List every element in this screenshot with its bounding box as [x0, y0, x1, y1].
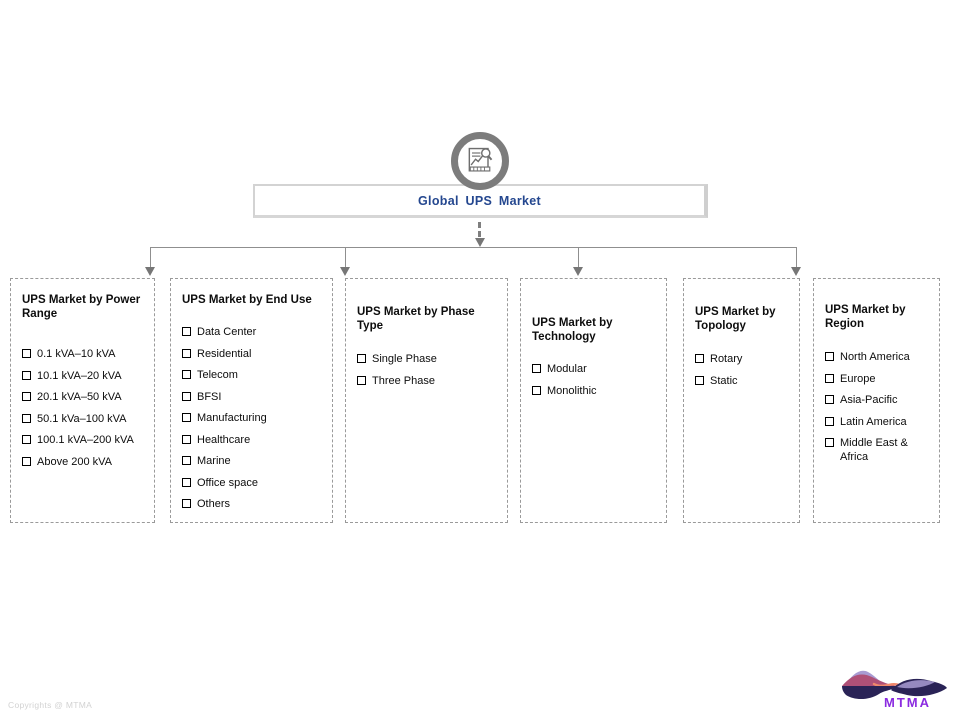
list-item: BFSI	[182, 390, 324, 404]
report-icon	[451, 132, 509, 190]
segment-box-topology: UPS Market by Topology Rotary Static	[683, 278, 800, 523]
connector-arrowhead-center	[475, 238, 485, 247]
list-item: Telecom	[182, 368, 324, 382]
list-item: Rotary	[695, 352, 791, 366]
list-item: Asia-Pacific	[825, 393, 931, 407]
list-item: Office space	[182, 476, 324, 490]
segment-box-power-range: UPS Market by Power Range 0.1 kVA–10 kVA…	[10, 278, 155, 523]
connector-drop-line	[150, 247, 151, 267]
checkbox-icon	[22, 349, 31, 358]
checkbox-icon	[182, 413, 191, 422]
checkbox-icon	[357, 354, 366, 363]
list-item: 20.1 kVA–50 kVA	[22, 390, 146, 404]
checkbox-icon	[825, 395, 834, 404]
checkbox-icon	[695, 354, 704, 363]
checkbox-icon	[22, 435, 31, 444]
connector-arrowhead	[791, 267, 801, 276]
connector-drop-line	[578, 247, 579, 267]
checkbox-icon	[22, 370, 31, 380]
checkbox-icon	[825, 352, 834, 361]
checkbox-icon	[182, 477, 191, 487]
list-item: Residential	[182, 347, 324, 361]
segment-title: UPS Market by Region	[825, 304, 906, 330]
connector-dashed-line	[478, 222, 481, 237]
list-item: Latin America	[825, 415, 931, 429]
connector-arrowhead	[340, 267, 350, 276]
checkbox-icon	[825, 416, 834, 426]
list-item: Modular	[532, 362, 658, 376]
list-item: Marine	[182, 454, 324, 468]
copyright-text: Copyrights @ MTMA	[8, 700, 93, 710]
segment-title: UPS Market by Topology	[695, 306, 776, 332]
segment-box-technology: UPS Market by Technology Modular Monolit…	[520, 278, 667, 523]
checkbox-icon	[182, 391, 191, 401]
list-item: Three Phase	[357, 374, 499, 388]
checkbox-icon	[22, 392, 31, 401]
checkbox-icon	[182, 327, 191, 336]
list-item: Single Phase	[357, 352, 499, 366]
checkbox-icon	[825, 438, 834, 447]
list-item: 0.1 kVA–10 kVA	[22, 347, 146, 361]
checkbox-icon	[182, 434, 191, 444]
segment-box-phase-type: UPS Market by Phase Type Single Phase Th…	[345, 278, 508, 523]
list-item: Others	[182, 497, 324, 511]
connector-arrowhead	[573, 267, 583, 276]
segment-title: UPS Market by Power Range	[22, 294, 141, 320]
checkbox-icon	[825, 373, 834, 383]
list-item: Data Center	[182, 325, 324, 339]
list-item: 10.1 kVA–20 kVA	[22, 369, 146, 383]
mtma-logo-text: MTMA	[884, 695, 931, 710]
list-item: Static	[695, 374, 791, 388]
checkbox-icon	[22, 456, 31, 466]
list-item: Europe	[825, 372, 931, 386]
checkbox-icon	[695, 375, 704, 385]
report-magnifier-glyph	[468, 147, 493, 172]
connector-arrowhead	[145, 267, 155, 276]
connector-drop-line	[345, 247, 346, 267]
mtma-logo	[842, 670, 947, 700]
list-item: Monolithic	[532, 384, 658, 398]
checkbox-icon	[182, 370, 191, 379]
list-item: Above 200 kVA	[22, 455, 146, 469]
list-item: North America	[825, 350, 931, 364]
list-item: 100.1 kVA–200 kVA	[22, 433, 146, 447]
segment-title: UPS Market by End Use	[182, 294, 312, 306]
checkbox-icon	[182, 456, 191, 465]
checkbox-icon	[22, 413, 31, 423]
segment-box-end-use: UPS Market by End Use Data Center Reside…	[170, 278, 333, 523]
segment-title: UPS Market by Technology	[532, 317, 613, 343]
segment-box-region: UPS Market by Region North America Europ…	[813, 278, 940, 523]
list-item: 50.1 kVa–100 kVA	[22, 412, 146, 426]
connector-drop-line	[796, 247, 797, 267]
checkbox-icon	[182, 499, 191, 508]
connector-horizontal-line	[150, 247, 796, 248]
list-item: Middle East & Africa	[825, 436, 931, 464]
root-title: Global UPS Market	[418, 193, 541, 208]
checkbox-icon	[357, 375, 366, 385]
checkbox-icon	[532, 364, 541, 373]
list-item: Healthcare	[182, 433, 324, 447]
checkbox-icon	[182, 348, 191, 358]
segment-title: UPS Market by Phase Type	[357, 306, 475, 332]
checkbox-icon	[532, 385, 541, 395]
list-item: Manufacturing	[182, 411, 324, 425]
